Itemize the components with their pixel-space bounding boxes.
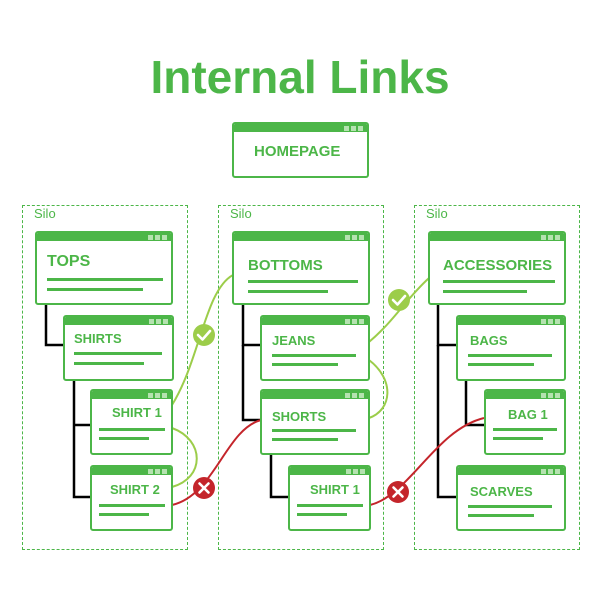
content-line — [272, 429, 356, 432]
content-line — [493, 428, 557, 431]
window-titlebar — [65, 317, 172, 325]
page-card-tops[interactable]: TOPS — [35, 231, 173, 305]
page-card-shirts[interactable]: SHIRTS — [63, 315, 174, 381]
page-label: SHIRT 1 — [310, 482, 360, 497]
content-line — [74, 352, 162, 355]
content-line — [74, 362, 144, 365]
content-line — [47, 278, 163, 281]
content-line — [272, 363, 338, 366]
homepage-card[interactable]: HOMEPAGE — [232, 122, 369, 178]
content-line — [99, 504, 165, 507]
window-titlebar — [234, 124, 367, 132]
page-label: SHIRT 2 — [110, 482, 160, 497]
content-line — [47, 288, 143, 291]
window-titlebar — [92, 391, 171, 399]
page-label: SHIRTS — [74, 331, 122, 346]
page-label: JEANS — [272, 333, 316, 348]
silo-container-accessories — [414, 205, 580, 550]
page-card-bags[interactable]: BAGS — [456, 315, 566, 381]
cross-icon — [193, 477, 215, 499]
content-line — [493, 437, 543, 440]
silo-label: Silo — [34, 206, 56, 221]
window-titlebar — [234, 233, 368, 241]
window-titlebar — [458, 317, 564, 325]
diagram-title: Internal Links — [150, 51, 450, 103]
content-line — [443, 290, 527, 293]
content-line — [248, 280, 358, 283]
content-line — [297, 513, 347, 516]
page-card-shirt-1[interactable]: SHIRT 1 — [90, 389, 173, 455]
content-line — [468, 505, 552, 508]
page-label: HOMEPAGE — [254, 143, 341, 160]
content-line — [99, 513, 149, 516]
window-titlebar — [37, 233, 171, 241]
window-titlebar — [430, 233, 564, 241]
page-card-bag-1[interactable]: BAG 1 — [484, 389, 566, 455]
content-line — [272, 438, 338, 441]
page-label: BOTTOMS — [248, 257, 323, 274]
check-icon — [388, 289, 410, 311]
page-label: TOPS — [47, 253, 91, 270]
page-card-accessories[interactable]: ACCESSORIES — [428, 231, 566, 305]
window-titlebar — [458, 467, 564, 475]
window-titlebar — [262, 391, 368, 399]
window-titlebar — [92, 467, 171, 475]
page-card-shirt-2[interactable]: SHIRT 2 — [90, 465, 173, 531]
content-line — [468, 354, 552, 357]
page-card-scarves[interactable]: SCARVES — [456, 465, 566, 531]
content-line — [443, 280, 555, 283]
page-card-jeans[interactable]: JEANS — [260, 315, 370, 381]
page-label: SCARVES — [470, 484, 533, 499]
page-card-bottoms[interactable]: BOTTOMS — [232, 231, 370, 305]
window-titlebar — [290, 467, 369, 475]
cross-icon — [387, 481, 409, 503]
check-icon — [193, 324, 215, 346]
page-label: BAGS — [470, 333, 508, 348]
page-label: ACCESSORIES — [443, 257, 553, 274]
content-line — [297, 504, 363, 507]
content-line — [468, 363, 534, 366]
page-label: SHIRT 1 — [112, 405, 162, 420]
page-label: BAG 1 — [508, 407, 548, 422]
window-titlebar — [486, 391, 564, 399]
content-line — [468, 514, 534, 517]
silo-label: Silo — [230, 206, 252, 221]
window-titlebar — [262, 317, 368, 325]
content-line — [99, 428, 165, 431]
silo-label: Silo — [426, 206, 448, 221]
page-label: SHORTS — [272, 409, 327, 424]
content-line — [99, 437, 149, 440]
page-card-shirt-1-misplaced[interactable]: SHIRT 1 — [288, 465, 371, 531]
content-line — [248, 290, 328, 293]
content-line — [272, 354, 356, 357]
page-card-shorts[interactable]: SHORTS — [260, 389, 370, 455]
